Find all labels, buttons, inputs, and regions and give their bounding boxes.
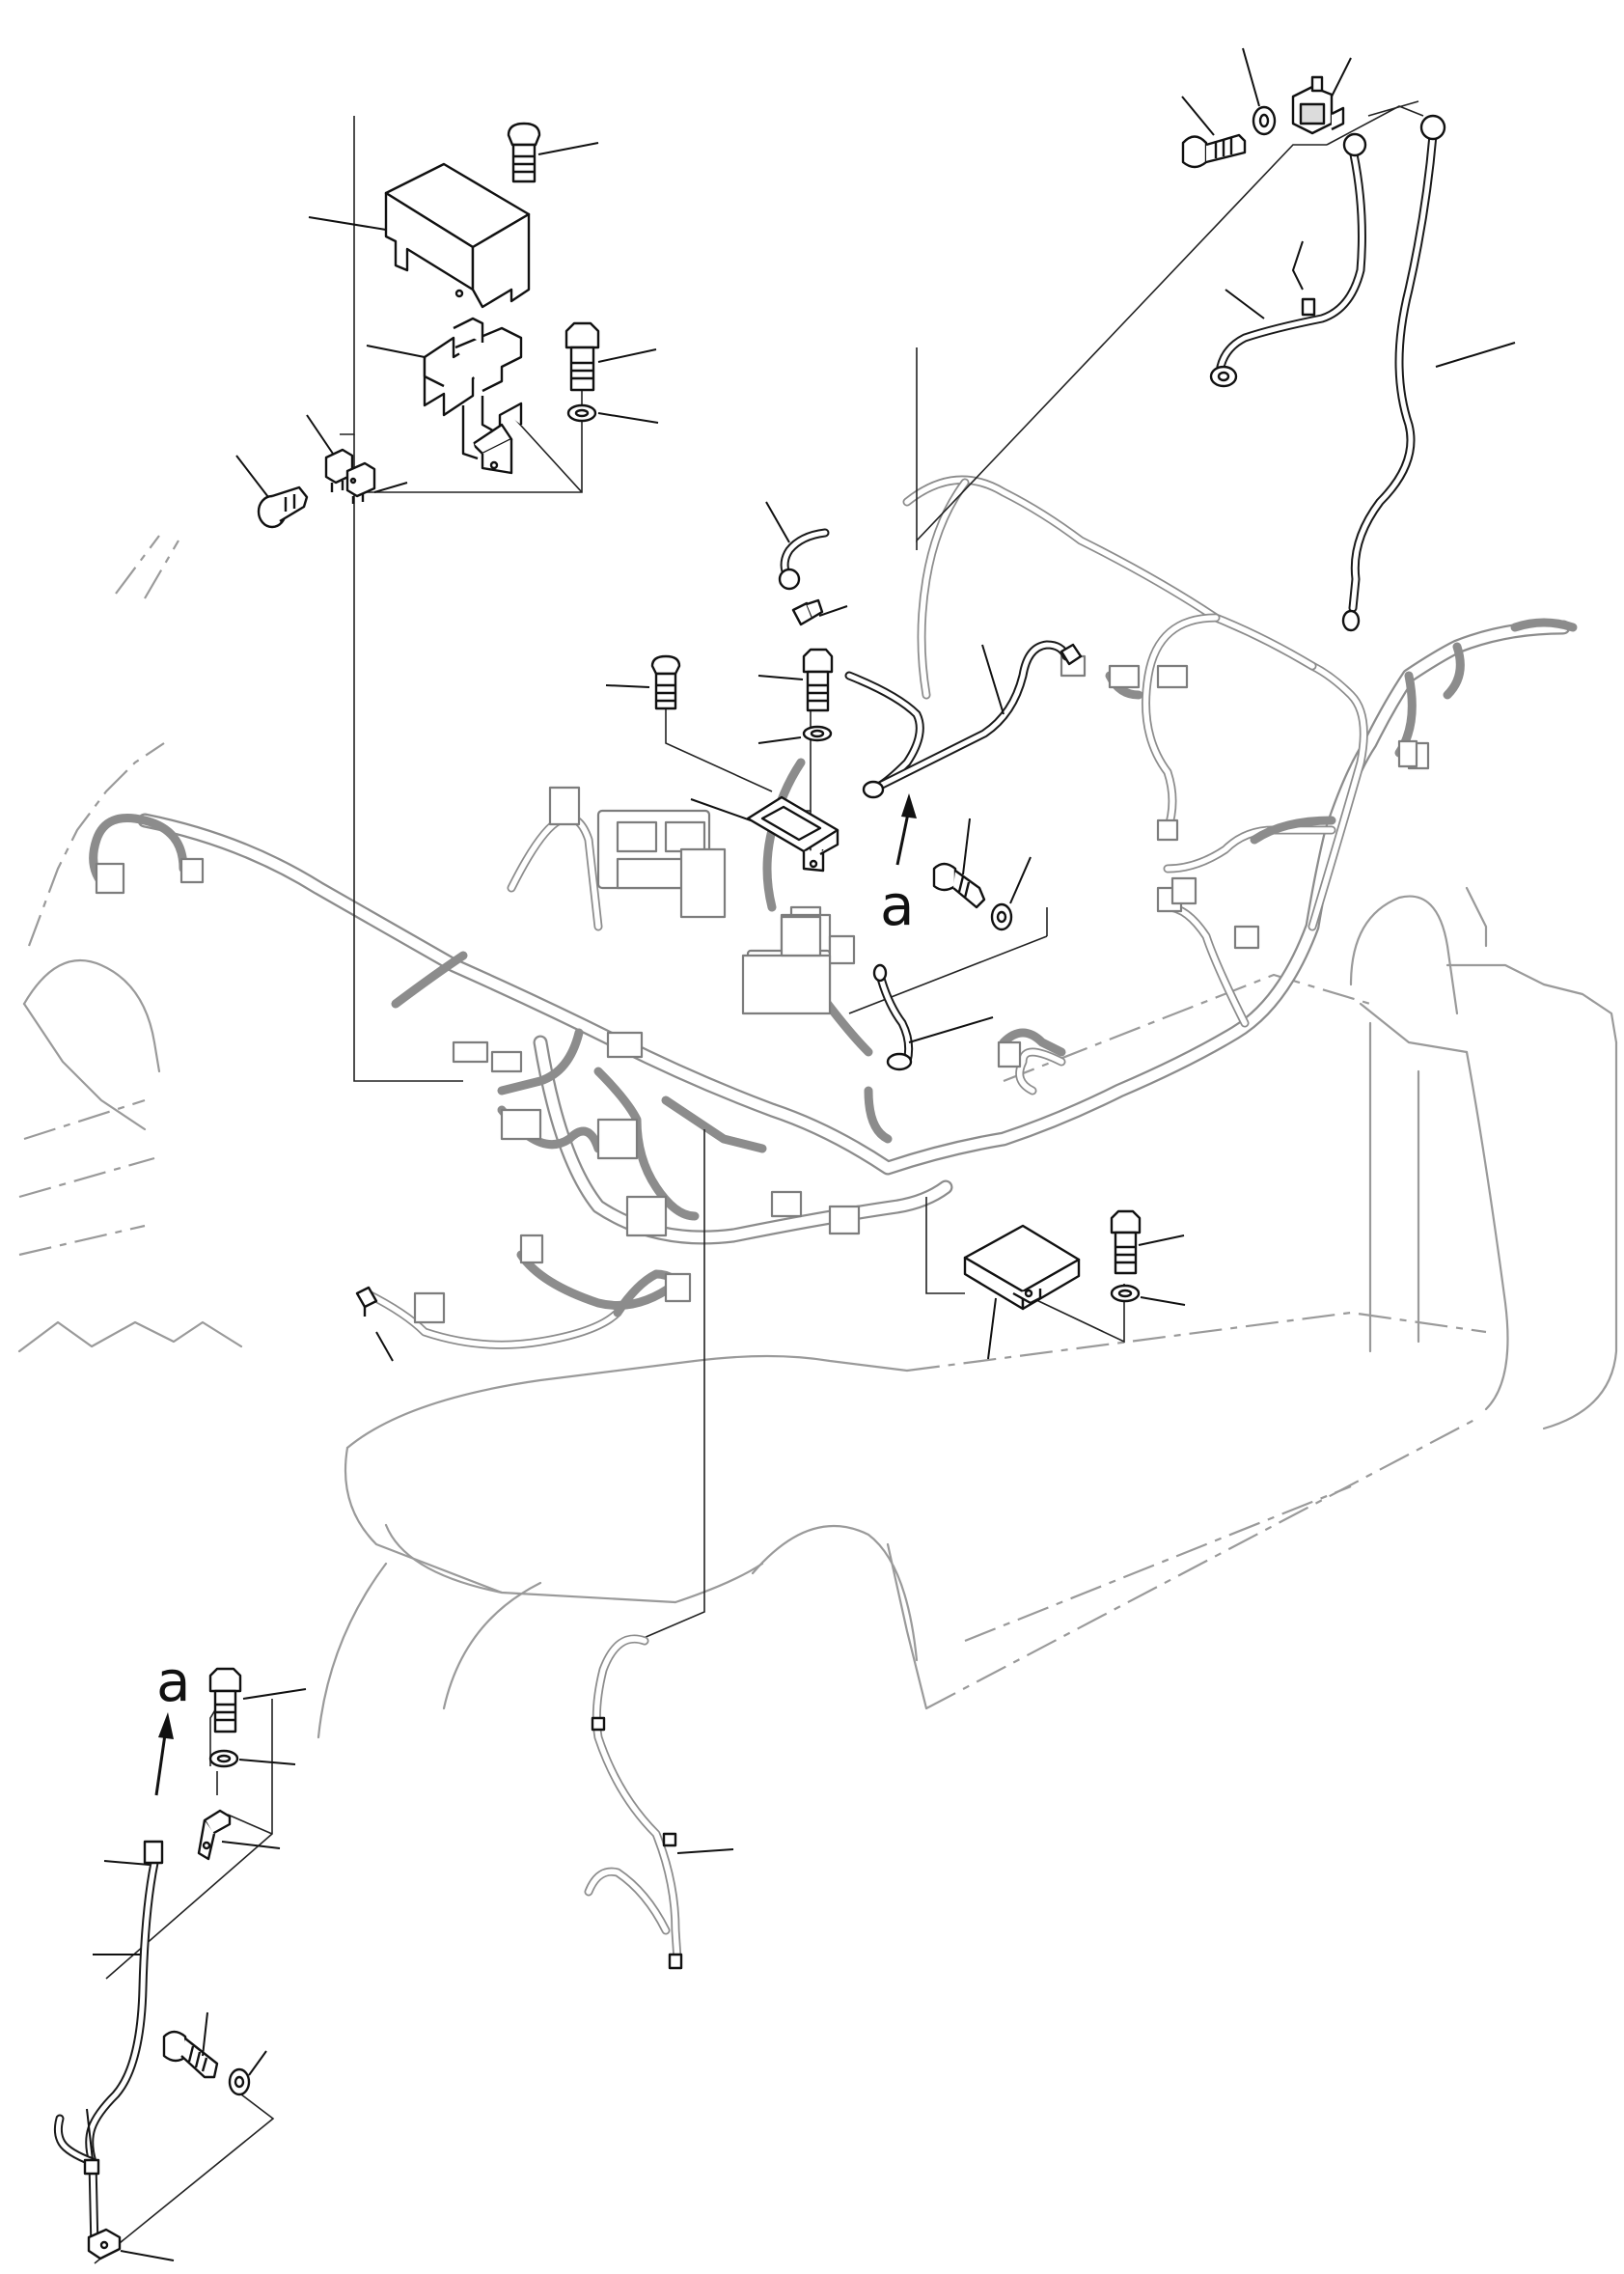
ground-cable-icon [1341,114,1446,632]
controller-icon [963,1224,1081,1311]
lower-harness-icon [584,1634,683,1970]
view-label: a [880,873,915,938]
harness-connectors [95,654,1430,1324]
washer-icon [208,1749,239,1768]
relay-cover-icon [384,162,531,309]
washer-icon [990,902,1013,931]
bolt-icon [208,1667,242,1733]
battery-cable-icon [1209,132,1367,388]
callout-leaders [86,47,1516,2261]
bolt-icon [564,321,600,392]
main-wiring-harness [89,475,1578,1349]
washer-icon [1252,105,1277,136]
bolt-icon [1181,133,1247,169]
relay-bracket-icon [423,317,523,475]
bolt-icon [932,862,986,909]
battery-relay-icon [1291,75,1345,135]
sub-harness-icon [53,1840,164,2254]
bolt-icon [162,2030,219,2079]
bracket-icon [87,2228,122,2260]
screw-icon [650,654,681,710]
washer-icon [566,403,597,423]
relay-icon [324,448,376,504]
view-a-arrow-upper: a [880,793,917,938]
view-a-arrow-lower: a [154,1649,191,1796]
machine-body-outline [17,535,1618,1739]
bracket-icon [746,795,840,873]
washer-icon [1110,1284,1141,1303]
assembly-lines [92,100,1424,2264]
ground-wire-icon [872,963,914,1071]
main-wiring-harness-icon [89,475,1578,1349]
clip-icon [355,1286,378,1317]
bolt-icon [1110,1209,1142,1275]
washer-icon [228,2067,251,2096]
view-label: a [156,1649,191,1714]
screw-icon [507,122,541,183]
screw-icon [257,485,309,529]
bracket-icon [197,1809,232,1861]
sub-harness-icon [844,640,1083,799]
sensor-icon [778,528,830,626]
washer-icon [802,725,833,742]
bolt-icon [802,648,834,712]
